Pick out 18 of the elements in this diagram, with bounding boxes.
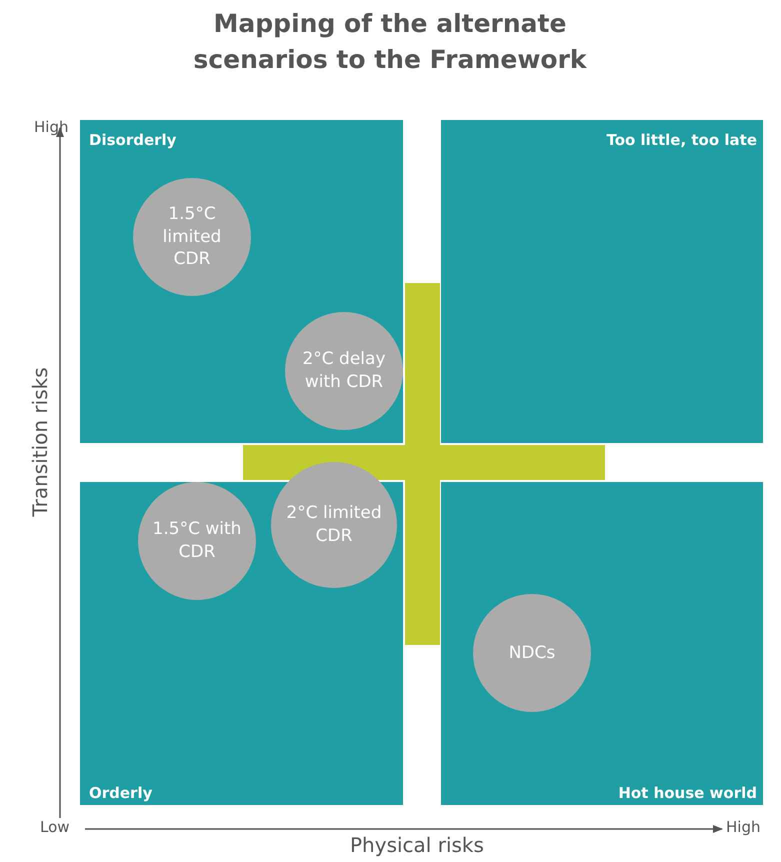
quadrant-panel — [441, 482, 763, 805]
scenario-circle: 1.5°C limited CDR — [133, 178, 251, 296]
scenario-circle: 2°C delay with CDR — [285, 312, 403, 430]
axis-title: Physical risks — [350, 833, 484, 857]
axis-title: Transition risks — [28, 367, 52, 517]
scenario-circle: NDCs — [473, 594, 591, 712]
quadrant-panel — [80, 120, 403, 443]
quadrant-panel — [80, 482, 403, 805]
scenario-circle: 1.5°C with CDR — [138, 482, 256, 600]
quadrant-title: Orderly — [89, 784, 152, 802]
axis-tick-label: Low — [40, 818, 70, 836]
axis-tick-label: High — [726, 818, 760, 836]
axis-tick-label: High — [34, 118, 68, 136]
quadrant-title: Too little, too late — [606, 131, 757, 149]
quadrant-title: Hot house world — [618, 784, 757, 802]
quadrant-panel — [441, 120, 763, 443]
quadrant-title: Disorderly — [89, 131, 176, 149]
title: Mapping of the alternate scenarios to the Framework — [192, 8, 588, 76]
